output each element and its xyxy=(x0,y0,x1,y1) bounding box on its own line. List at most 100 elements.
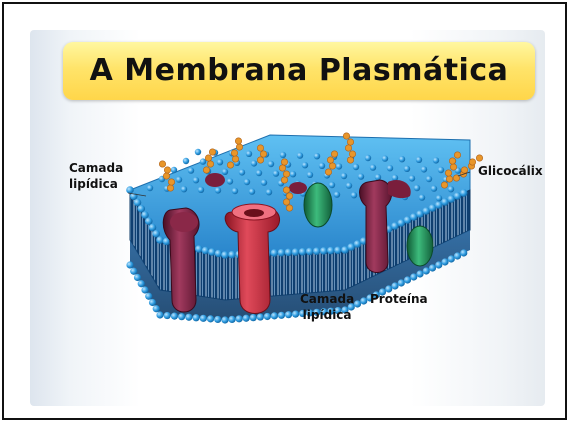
phospholipid-head xyxy=(436,195,442,201)
phospholipid-head xyxy=(264,313,271,320)
phospholipid-head xyxy=(268,161,274,167)
phospholipid-head xyxy=(280,152,286,158)
glycocalyx-bead xyxy=(349,151,355,157)
phospholipid-head xyxy=(370,164,376,170)
phospholipid-head xyxy=(130,268,137,275)
glycocalyx-bead xyxy=(331,151,337,157)
phospholipid-head xyxy=(320,247,328,255)
phospholipid-head xyxy=(313,247,321,255)
phospholipid-head xyxy=(409,175,415,181)
phospholipid-head xyxy=(299,248,307,256)
phospholipid-head xyxy=(202,247,210,255)
glycocalyx-bead xyxy=(163,173,169,179)
glycocalyx-bead xyxy=(205,155,211,161)
phospholipid-head xyxy=(153,305,160,312)
glycocalyx-bead xyxy=(164,167,170,173)
phospholipid-head xyxy=(404,166,410,172)
phospholipid-head xyxy=(307,172,313,178)
glycocalyx-bead xyxy=(343,133,349,139)
phospholipid-head xyxy=(278,249,286,257)
phospholipid-head xyxy=(195,245,203,253)
label-lipid-layer-left: Camada lipídica xyxy=(69,160,123,192)
glycocalyx-bead xyxy=(441,182,447,188)
phospholipid-head xyxy=(266,189,272,195)
glycocalyx-bead xyxy=(283,171,289,177)
phospholipid-head xyxy=(314,153,320,159)
phospholipid-head xyxy=(306,248,314,256)
phospholipid-head xyxy=(334,246,342,254)
glycocalyx-bead xyxy=(281,177,287,183)
phospholipid-head xyxy=(243,315,250,322)
phospholipid-head xyxy=(358,173,364,179)
phospholipid-head xyxy=(198,187,204,193)
phospholipid-head xyxy=(460,249,467,256)
phospholipid-head xyxy=(156,236,164,244)
phospholipid-head xyxy=(354,300,361,307)
glycocalyx-bead xyxy=(327,157,333,163)
glycocalyx-bead xyxy=(286,193,292,199)
label-lipid-layer-bottom: Camada lipídica xyxy=(300,291,354,323)
peripheral-protein-green-top xyxy=(304,183,332,227)
phospholipid-head xyxy=(278,312,285,319)
phospholipid-head xyxy=(426,176,432,182)
glycocalyx-bead xyxy=(167,185,173,191)
glycocalyx-bead xyxy=(286,205,292,211)
phospholipid-head xyxy=(271,249,279,257)
phospholipid-head xyxy=(239,169,245,175)
glycocalyx-bead xyxy=(236,144,242,150)
glycocalyx-bead xyxy=(445,170,451,176)
phospholipid-head xyxy=(126,261,133,268)
phospholipid-head xyxy=(391,282,398,289)
glycocalyx-bead xyxy=(476,155,482,161)
phospholipid-head xyxy=(454,252,461,259)
glycocalyx-bead xyxy=(209,149,215,155)
phospholipid-head xyxy=(448,255,455,262)
phospholipid-head xyxy=(423,267,430,274)
phospholipid-head xyxy=(460,189,468,197)
phospholipid-head xyxy=(181,186,187,192)
glycocalyx-bead xyxy=(345,145,351,151)
phospholipid-head xyxy=(398,279,405,286)
phospholipid-head xyxy=(421,166,427,172)
phospholipid-head xyxy=(438,167,444,173)
phospholipid-head xyxy=(176,176,182,182)
glycocalyx-bead xyxy=(325,169,331,175)
phospholipid-head xyxy=(215,250,223,258)
phospholipid-head xyxy=(290,171,296,177)
glycocalyx-bead xyxy=(257,157,263,163)
phospholipid-head xyxy=(200,315,207,322)
phospholipid-head xyxy=(138,280,145,287)
phospholipid-head xyxy=(217,159,223,165)
phospholipid-head xyxy=(292,311,299,318)
phospholipid-head xyxy=(302,162,308,168)
phospholipid-head xyxy=(193,177,199,183)
phospholipid-head xyxy=(249,188,255,194)
phospholipid-head xyxy=(188,167,194,173)
peripheral-protein-green-bottom xyxy=(407,226,433,266)
phospholipid-head xyxy=(365,155,371,161)
glycocalyx-bead xyxy=(159,161,165,167)
phospholipid-head xyxy=(387,165,393,171)
phospholipid-head xyxy=(256,170,262,176)
phospholipid-head xyxy=(236,315,243,322)
phospholipid-head xyxy=(171,167,177,173)
glycocalyx-bead xyxy=(231,150,237,156)
phospholipid-head xyxy=(164,312,171,319)
phospholipid-head xyxy=(257,313,264,320)
phospholipid-head xyxy=(414,185,420,191)
phospholipid-head xyxy=(410,273,417,280)
phospholipid-head xyxy=(327,247,335,255)
phospholipid-head xyxy=(244,179,250,185)
phospholipid-head xyxy=(435,261,442,268)
glycocalyx-bead xyxy=(347,157,353,163)
phospholipid-head xyxy=(429,264,436,271)
phospholipid-head xyxy=(228,316,235,323)
phospholipid-head xyxy=(246,151,252,157)
phospholipid-head xyxy=(273,170,279,176)
phospholipid-head xyxy=(329,182,335,188)
phospholipid-head xyxy=(433,157,439,163)
glycocalyx-bead xyxy=(207,161,213,167)
phospholipid-head xyxy=(251,160,257,166)
phospholipid-head xyxy=(375,174,381,180)
phospholipid-head xyxy=(297,152,303,158)
